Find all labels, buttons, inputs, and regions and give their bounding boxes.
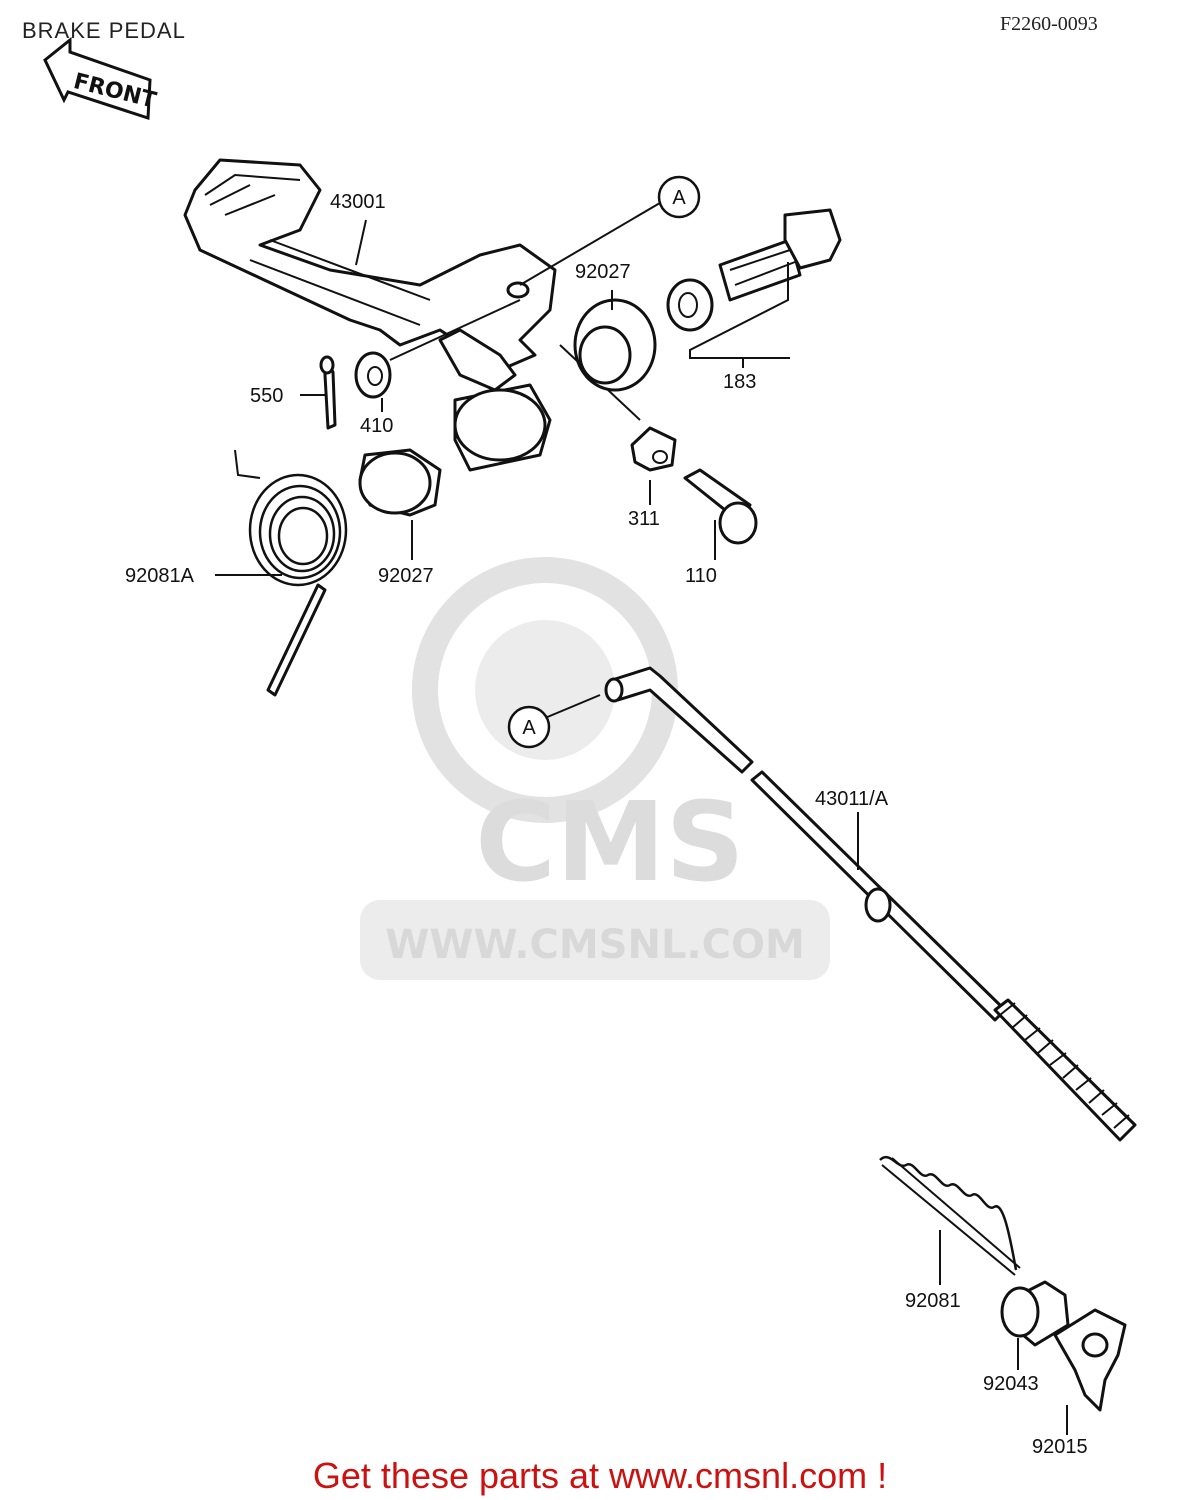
label-410: 410 [360,415,393,437]
label-92043: 92043 [983,1373,1039,1395]
label-43001: 43001 [330,191,386,213]
reference-marker-a-rod: A [507,705,551,749]
label-92027-top: 92027 [575,261,631,283]
washer-part-410[interactable] [354,351,392,399]
reference-marker-a-top: A [657,175,701,219]
nut-part-311[interactable] [630,426,677,472]
watermark-url: WWW.CMSNL.COM [385,922,805,968]
label-183: 183 [723,371,756,393]
diagram-code: F2260-0093 [1000,13,1098,35]
label-550: 550 [250,385,283,407]
adjusting-nut-part-92015[interactable] [1053,1308,1127,1412]
footer-link[interactable]: Get these parts at www.cmsnl.com ! [313,1455,887,1496]
cotter-pin-part-550[interactable] [319,355,337,430]
label-92015: 92015 [1032,1436,1088,1458]
cap-part-92027-lower[interactable] [358,448,442,517]
trunnion-part-92043[interactable] [1000,1280,1070,1347]
label-92027-lower: 92027 [378,565,434,587]
torsion-spring-part-92081a[interactable] [234,449,348,697]
compression-spring-part-92081[interactable] [879,1156,1021,1276]
brake-pedal-part-43001[interactable] [183,158,641,472]
label-92081: 92081 [905,1290,961,1312]
label-110: 110 [685,565,717,587]
svg-text:A: A [672,187,686,209]
brake-rod-part-43011a[interactable] [604,666,1137,1142]
pivot-bolt-part-183[interactable] [666,208,842,332]
front-badge: FRONT [43,36,159,121]
watermark: CMS WWW.CMSNL.COM [360,557,830,980]
svg-text:A: A [522,717,536,739]
label-92081a: 92081A [125,565,195,587]
pin-part-110[interactable] [683,468,758,545]
leader-lines [215,199,1068,1435]
label-43011a: 43011/A [815,788,889,810]
bushing-part-92027-top[interactable] [573,298,657,392]
label-311: 311 [628,508,660,530]
watermark-brand: CMS [475,778,744,906]
page-title: BRAKE PEDAL [22,18,186,43]
